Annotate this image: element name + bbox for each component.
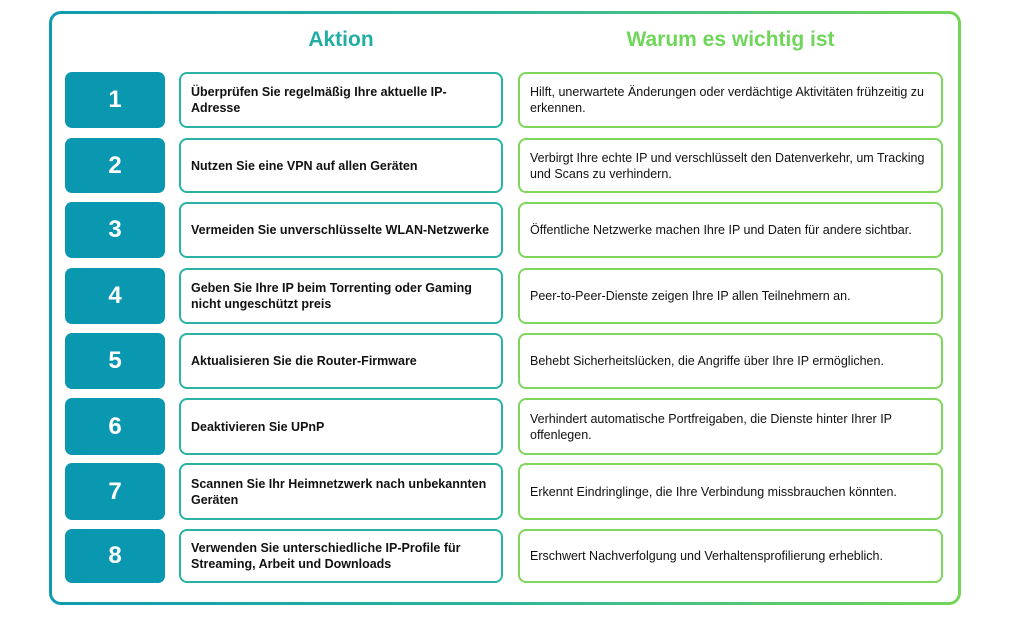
step-number: 5 (65, 333, 165, 389)
why-text: Peer-to-Peer-Dienste zeigen Ihre IP alle… (530, 289, 851, 303)
why-cell: Hilft, unerwartete Änderungen oder verdä… (518, 72, 943, 128)
action-text: Vermeiden Sie unverschlüsselte WLAN-Netz… (191, 223, 490, 237)
why-text: Hilft, unerwartete Änderungen oder verdä… (530, 85, 924, 115)
why-cell: Öffentliche Netzwerke machen Ihre IP und… (518, 202, 943, 258)
action-text: Deaktivieren Sie UPnP (191, 419, 325, 434)
why-cell: Verhindert automatische Portfreigaben, d… (518, 398, 943, 455)
action-text: Geben Sie Ihre IP beim Torrenting oder G… (191, 281, 472, 311)
why-cell: Verbirgt Ihre echte IP und verschlüsselt… (518, 138, 943, 193)
action-cell: Deaktivieren Sie UPnP (179, 398, 503, 455)
action-cell: Nutzen Sie eine VPN auf allen Geräten (179, 138, 503, 193)
action-cell: Überprüfen Sie regelmäßig Ihre aktuelle … (179, 72, 503, 128)
why-text: Verbirgt Ihre echte IP und verschlüsselt… (530, 150, 925, 181)
why-text: Erschwert Nachverfolgung und Verhaltensp… (530, 549, 883, 563)
action-text: Nutzen Sie eine VPN auf allen Geräten (191, 158, 418, 173)
why-heading: Warum es wichtig ist (626, 28, 835, 51)
why-cell: Erkennt Eindringlinge, die Ihre Verbindu… (518, 463, 943, 520)
why-text: Verhindert automatische Portfreigaben, d… (530, 411, 892, 442)
action-cell: Verwenden Sie unterschiedliche IP-Profil… (179, 529, 503, 583)
step-number: 2 (65, 138, 165, 193)
why-cell: Peer-to-Peer-Dienste zeigen Ihre IP alle… (518, 268, 943, 324)
action-text: Verwenden Sie unterschiedliche IP-Profil… (191, 541, 461, 571)
action-heading: Aktion (308, 28, 374, 51)
infographic-frame (49, 11, 961, 605)
action-cell: Scannen Sie Ihr Heimnetzwerk nach unbeka… (179, 463, 503, 520)
step-number: 4 (65, 268, 165, 324)
step-number: 6 (65, 398, 165, 455)
action-cell: Vermeiden Sie unverschlüsselte WLAN-Netz… (179, 202, 503, 258)
action-text: Aktualisieren Sie die Router-Firmware (191, 354, 417, 368)
step-number: 3 (65, 202, 165, 258)
action-text: Überprüfen Sie regelmäßig Ihre aktuelle … (191, 85, 447, 115)
why-cell: Behebt Sicherheitslücken, die Angriffe ü… (518, 333, 943, 389)
why-text: Öffentliche Netzwerke machen Ihre IP und… (530, 223, 912, 237)
why-text: Erkennt Eindringlinge, die Ihre Verbindu… (530, 484, 897, 499)
step-number: 1 (65, 72, 165, 128)
step-number: 8 (65, 529, 165, 583)
why-cell: Erschwert Nachverfolgung und Verhaltensp… (518, 529, 943, 583)
why-text: Behebt Sicherheitslücken, die Angriffe ü… (530, 354, 884, 368)
step-number: 7 (65, 463, 165, 520)
action-cell: Geben Sie Ihre IP beim Torrenting oder G… (179, 268, 503, 324)
action-text: Scannen Sie Ihr Heimnetzwerk nach unbeka… (191, 476, 487, 507)
action-cell: Aktualisieren Sie die Router-Firmware (179, 333, 503, 389)
